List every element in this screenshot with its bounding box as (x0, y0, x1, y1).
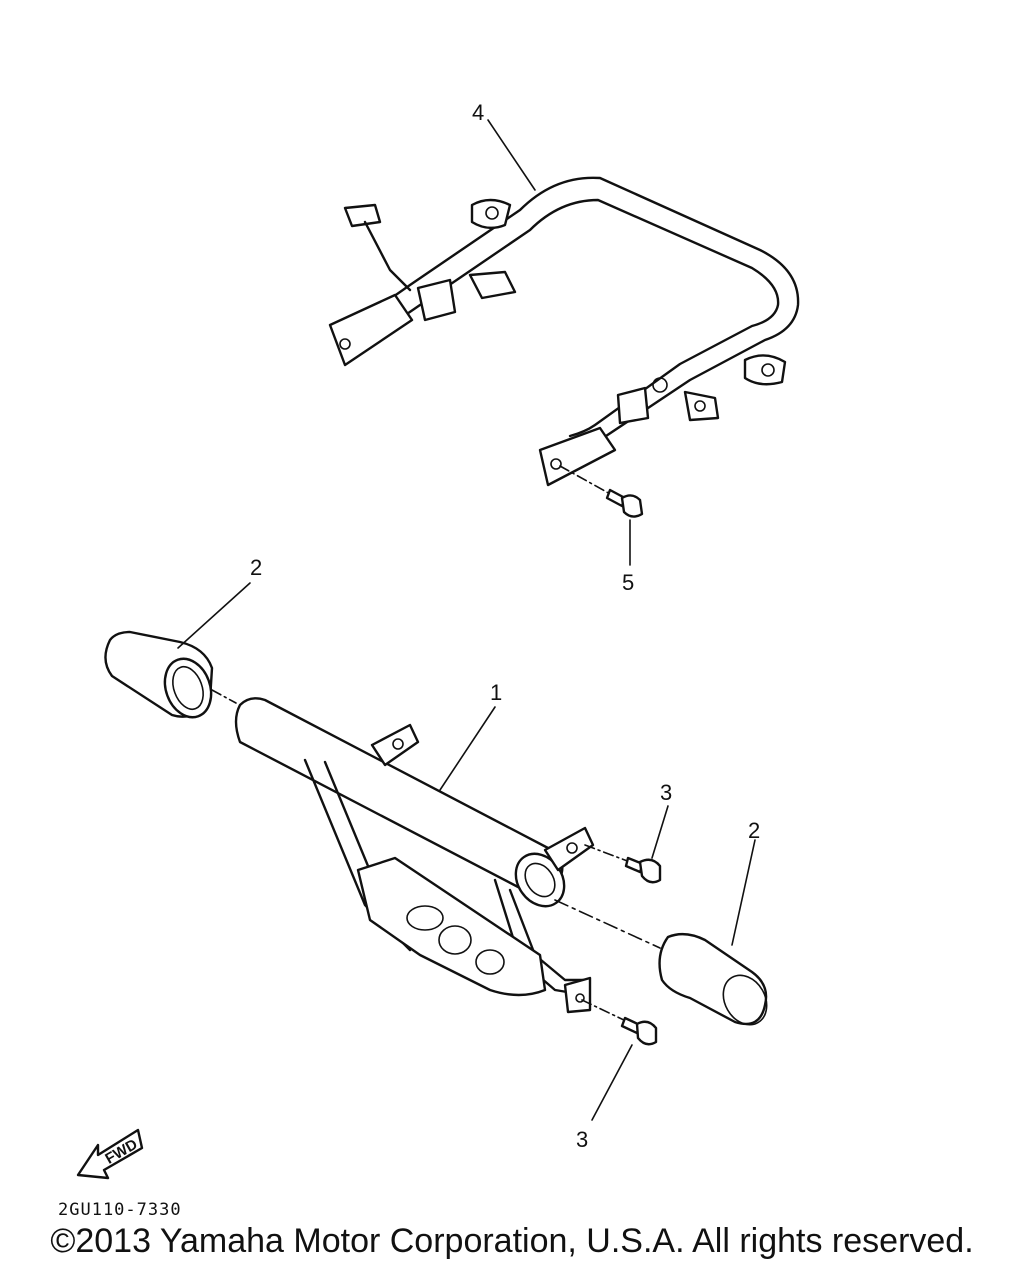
callout-4: 4 (472, 100, 484, 125)
fwd-arrow-icon: FWD (76, 1128, 144, 1180)
diagram-code: 2GU110-7330 (58, 1200, 182, 1220)
copyright-notice: ©2013 Yamaha Motor Corporation, U.S.A. A… (50, 1222, 974, 1260)
front-guard (234, 697, 595, 1014)
end-cap-right (554, 899, 768, 1026)
bolt-3-lower (581, 999, 658, 1046)
callout-2-right: 2 (748, 818, 760, 843)
callout-3-upper: 3 (660, 780, 672, 805)
grab-bar-frame (328, 176, 800, 487)
callout-1: 1 (490, 680, 502, 705)
bolt-3-upper (584, 844, 662, 884)
bolt-5 (559, 465, 644, 518)
callout-3-lower: 3 (576, 1127, 588, 1152)
end-cap-left (104, 630, 237, 719)
callout-2-left: 2 (250, 555, 262, 580)
callout-5: 5 (622, 570, 634, 595)
leader-lines (177, 119, 756, 1121)
